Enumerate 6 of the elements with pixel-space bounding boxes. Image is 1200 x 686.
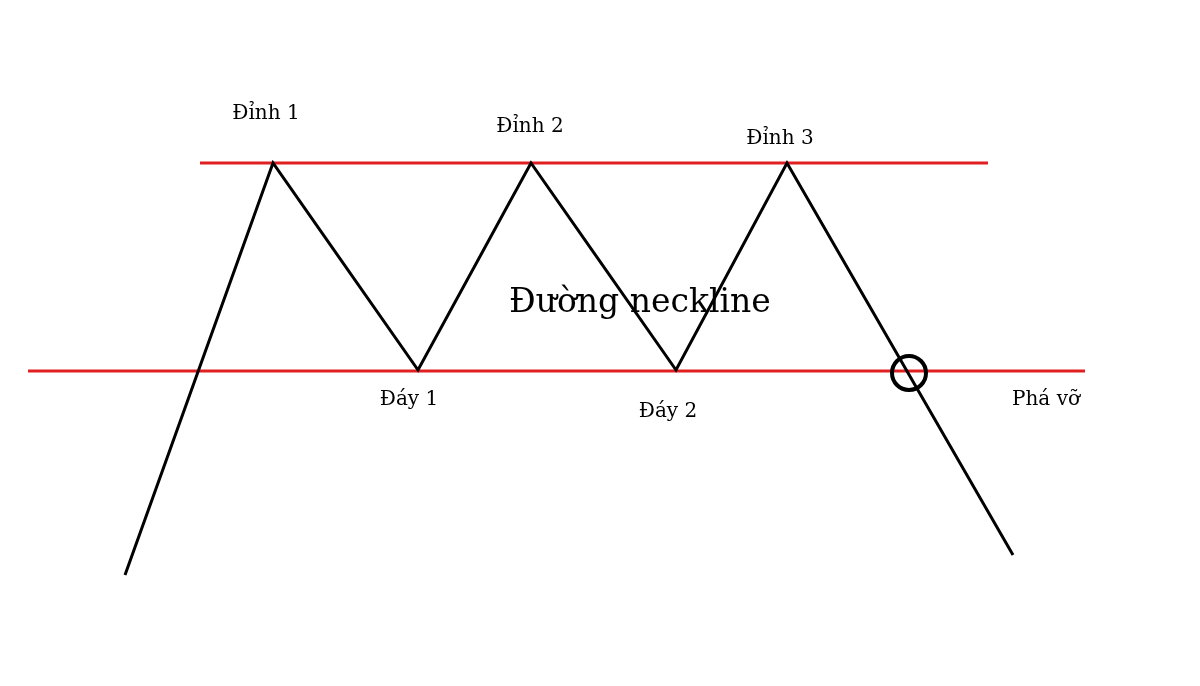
peak-label: Đỉnh 3 xyxy=(746,125,814,149)
trough-label: Đáy 1 xyxy=(379,386,439,410)
peak-label: Đỉnh 1 xyxy=(232,100,300,124)
trough-label: Đáy 2 xyxy=(638,398,698,422)
peak-label: Đỉnh 2 xyxy=(496,113,564,137)
breakout-label: Phá vỡ xyxy=(1012,386,1080,410)
